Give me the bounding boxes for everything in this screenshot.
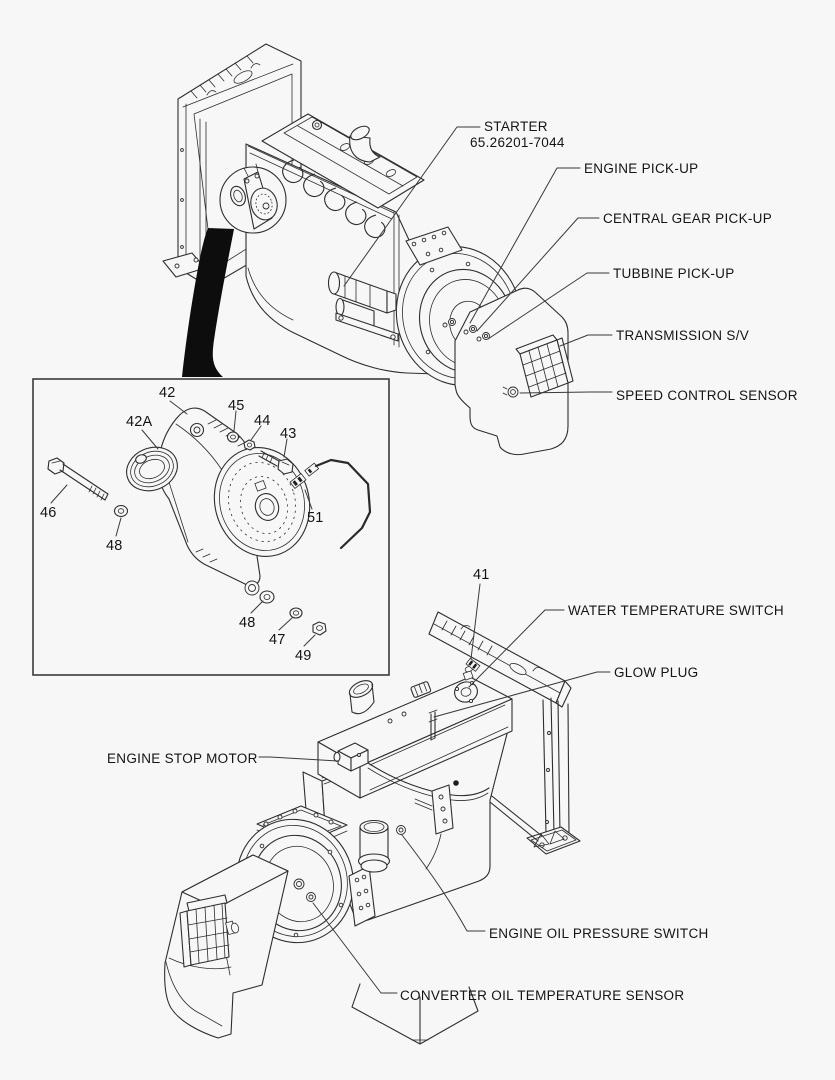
label-starter-part-number: 65.26201-7044 bbox=[470, 135, 565, 150]
housing-top-pad bbox=[405, 226, 463, 266]
harness-terminal-51 bbox=[289, 458, 372, 550]
transmission-top-view bbox=[442, 287, 574, 456]
washer-48-upper bbox=[113, 504, 129, 518]
callout-46: 46 bbox=[40, 505, 57, 521]
leader-glow-plug bbox=[433, 671, 611, 718]
detail-magnifier-circle bbox=[219, 163, 287, 234]
label-starter: STARTER bbox=[484, 119, 548, 134]
leader-speed-control-sensor bbox=[519, 391, 613, 394]
sensor-41-part bbox=[465, 657, 481, 672]
callout-49: 49 bbox=[295, 648, 312, 664]
alternator bbox=[126, 407, 311, 596]
inset-leader-lines bbox=[50, 400, 316, 647]
oil-filter bbox=[357, 819, 391, 873]
harness-wire bbox=[314, 458, 372, 550]
label-tubbine-pickup: TUBBINE PICK-UP bbox=[613, 266, 735, 281]
converter-housing-box bbox=[164, 854, 289, 1039]
bottom-engine-assembly bbox=[164, 583, 611, 1045]
nut-44 bbox=[243, 439, 256, 451]
leader-engine-oil-pressure-switch bbox=[401, 834, 486, 932]
central-gear-pickup-sensor bbox=[463, 325, 477, 335]
engine-oil-pressure-switch-part bbox=[396, 825, 406, 835]
leader-transmission-sv bbox=[559, 334, 613, 347]
callout-41: 41 bbox=[473, 567, 490, 583]
callout-47: 47 bbox=[269, 632, 286, 648]
label-transmission-sv: TRANSMISSION S/V bbox=[616, 328, 750, 343]
inset-detail-box bbox=[32, 378, 390, 676]
magnifier-swoosh bbox=[182, 228, 234, 377]
label-converter-oil-temperature-sensor: CONVERTER OIL TEMPERATURE SENSOR bbox=[400, 988, 685, 1003]
leader-tubbine-pickup bbox=[487, 272, 610, 340]
top-engine-assembly bbox=[162, 43, 613, 456]
callout-48-lower: 48 bbox=[239, 615, 256, 631]
oil-cooler-grid bbox=[519, 339, 569, 398]
callout-48-upper: 48 bbox=[106, 538, 123, 554]
speed-control-sensor-part bbox=[502, 386, 519, 398]
bottom-leader-lines bbox=[258, 583, 611, 994]
nut-49 bbox=[312, 621, 327, 636]
label-central-gear-pickup: CENTRAL GEAR PICK-UP bbox=[603, 211, 773, 226]
radiator-frame-bottom-view bbox=[428, 611, 581, 855]
callout-43: 43 bbox=[280, 426, 297, 442]
callout-44: 44 bbox=[254, 413, 271, 429]
callout-45: 45 bbox=[228, 398, 245, 414]
engine-pickup-sensor bbox=[442, 318, 456, 328]
breather-elbow bbox=[348, 680, 375, 715]
wiring-harness bbox=[367, 762, 490, 870]
label-water-temperature-switch: WATER TEMPERATURE SWITCH bbox=[568, 603, 784, 618]
bolt-43 bbox=[258, 450, 294, 475]
filler-cap bbox=[410, 681, 432, 698]
valve-cover-top-view bbox=[261, 113, 425, 209]
frame-rail bbox=[484, 792, 543, 842]
leader-central-gear-pickup bbox=[476, 217, 600, 332]
label-speed-control-sensor: SPEED CONTROL SENSOR bbox=[616, 388, 798, 403]
converter-oil-temperature-sensor-part bbox=[306, 892, 316, 902]
cooler-grid bbox=[186, 902, 230, 966]
leader-starter bbox=[343, 126, 481, 287]
label-engine-pickup: ENGINE PICK-UP bbox=[584, 161, 699, 176]
tubbine-pickup-sensor bbox=[476, 332, 490, 342]
leader-water-temperature-switch bbox=[468, 609, 565, 688]
top-leader-lines bbox=[343, 126, 613, 394]
exhaust-elbow bbox=[349, 135, 381, 163]
leader-converter-oil-temperature-sensor bbox=[312, 902, 398, 994]
callout-42a: 42A bbox=[126, 414, 153, 430]
mounting-bolt-46 bbox=[47, 457, 109, 501]
washer-48-lower bbox=[259, 590, 275, 604]
leader-engine-stop-motor bbox=[258, 756, 339, 762]
callout-42: 42 bbox=[159, 385, 176, 401]
washer-47 bbox=[289, 607, 303, 619]
callout-51: 51 bbox=[307, 510, 324, 526]
leader-engine-pickup bbox=[469, 167, 581, 324]
label-engine-oil-pressure-switch: ENGINE OIL PRESSURE SWITCH bbox=[489, 926, 709, 941]
washer-45 bbox=[226, 431, 240, 443]
label-engine-stop-motor: ENGINE STOP MOTOR bbox=[107, 751, 258, 766]
front-mount-bracket bbox=[351, 983, 479, 1045]
leader-41 bbox=[470, 583, 481, 660]
label-glow-plug: GLOW PLUG bbox=[614, 665, 699, 680]
